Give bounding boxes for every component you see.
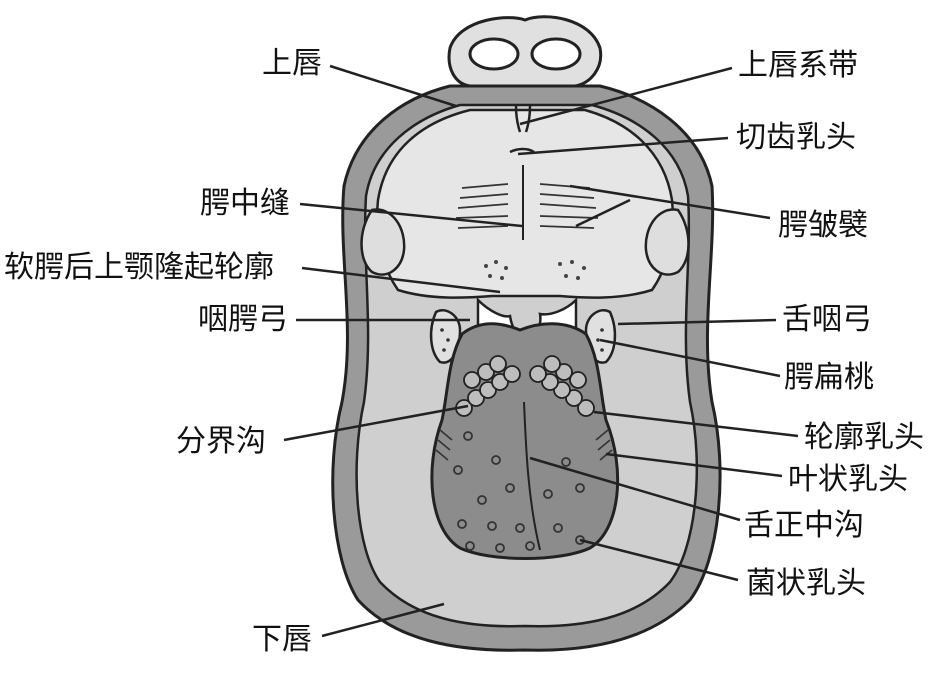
hard-palate	[375, 108, 675, 299]
label-palatoglossal-arch: 舌咽弓	[782, 302, 872, 337]
median-sulcus-line	[523, 401, 541, 551]
leader-soft-palate	[301, 266, 501, 294]
rugae-lines	[455, 183, 599, 229]
tonsil-dots	[440, 328, 604, 352]
leader-raphe	[299, 202, 523, 228]
label-palatine-raphe: 腭中缝	[200, 186, 290, 221]
label-palatine-tonsil: 腭扁桃	[784, 360, 874, 395]
leader-palatoglossal	[617, 318, 777, 326]
leader-tonsil	[599, 338, 781, 378]
label-foliate-papillae: 叶状乳头	[788, 462, 908, 497]
leader-lower-lip	[321, 602, 445, 638]
soft-palate-dots	[484, 260, 586, 280]
label-upper-lip-frenulum: 上唇系带	[738, 48, 858, 83]
leader-frenulum	[519, 66, 733, 126]
label-palatopharyngeal-arch: 咽腭弓	[198, 302, 288, 337]
leader-incisive-papilla	[517, 136, 729, 156]
leader-sulcus	[283, 404, 469, 442]
label-fungiform-papillae: 菌状乳头	[746, 566, 866, 601]
label-palatine-rugae: 腭皱襞	[778, 208, 868, 243]
label-median-sulcus: 舌正中沟	[744, 508, 864, 543]
label-lower-lip: 下唇	[252, 622, 312, 657]
leader-foliate	[605, 452, 783, 478]
circumvallate-papillae-group	[455, 355, 595, 417]
label-circumvallate-papillae: 轮廓乳头	[804, 420, 924, 455]
label-upper-lip: 上唇	[262, 46, 322, 81]
tongue	[430, 322, 620, 560]
leader-rugae	[569, 184, 771, 220]
left-cheek-fold	[360, 208, 406, 276]
fungiform-papillae-group	[453, 431, 585, 553]
label-incisive-papilla: 切齿乳头	[736, 120, 856, 155]
leader-upper-lip	[329, 64, 457, 108]
leader-median-sulcus	[529, 456, 741, 522]
leader-lines	[283, 64, 799, 638]
nose-shape	[447, 15, 603, 88]
label-soft-palate-outline: 软腭后上颚隆起轮廓	[4, 250, 274, 285]
leader-rugae-2	[575, 198, 631, 228]
incisive-papilla-mark	[509, 147, 535, 154]
right-cheek-fold	[644, 208, 690, 276]
leader-fungiform	[579, 538, 739, 582]
leader-circumvallate	[593, 410, 799, 438]
label-sulcus-terminalis: 分界沟	[176, 424, 266, 459]
